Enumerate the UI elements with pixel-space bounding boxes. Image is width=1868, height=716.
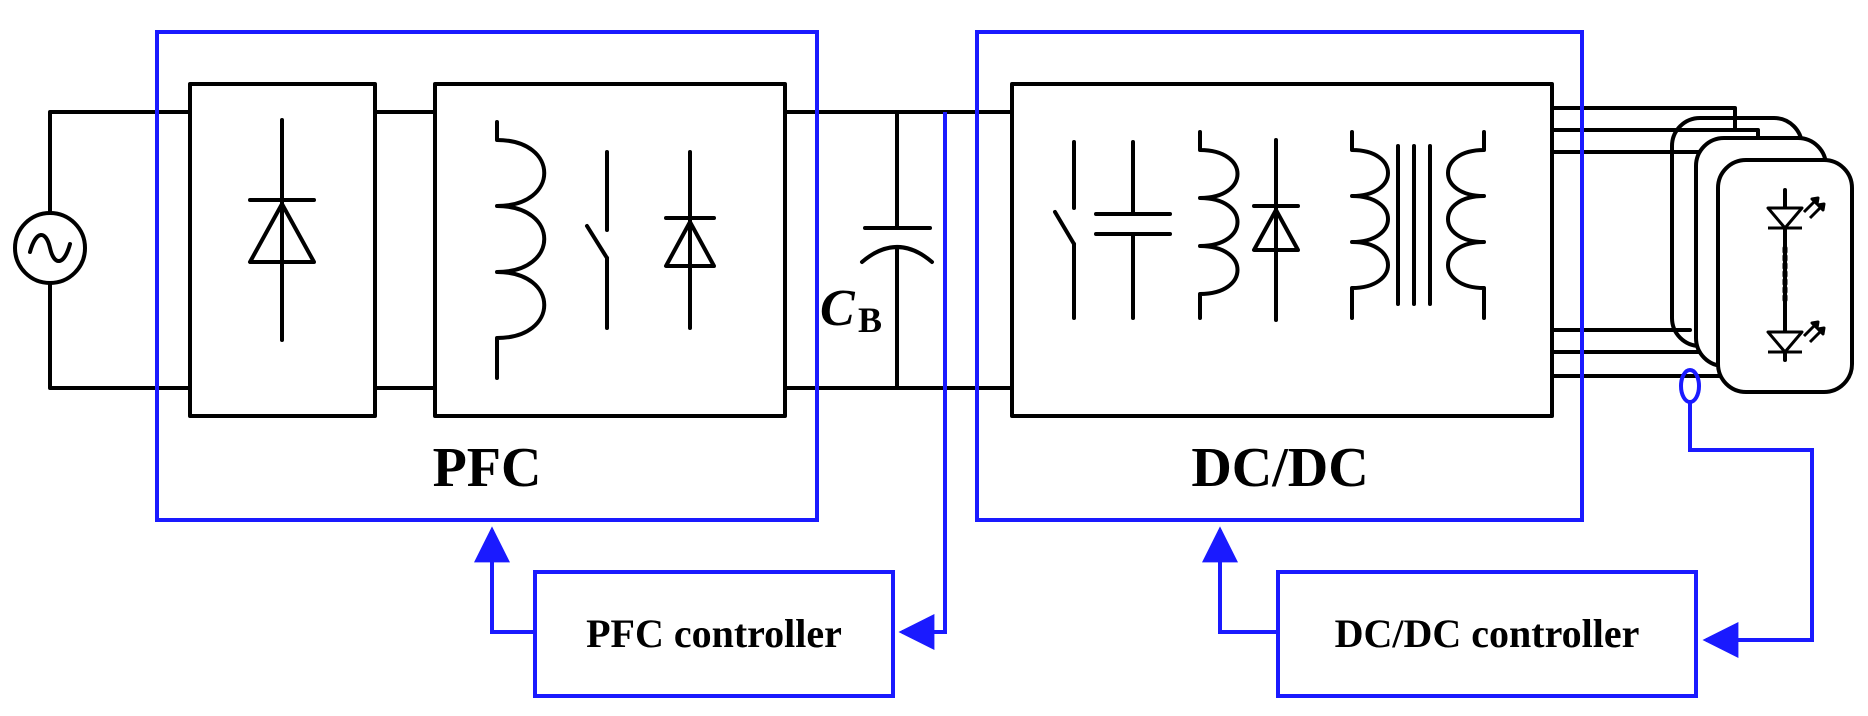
dcdc-block-label: DC/DC bbox=[1191, 437, 1368, 499]
led-current-sense-line bbox=[1688, 402, 1814, 658]
capacitor-icon bbox=[1094, 140, 1172, 320]
ac-source-icon bbox=[13, 211, 87, 285]
switch-icon bbox=[1053, 140, 1076, 320]
pfc-control-line bbox=[474, 526, 535, 634]
transformer-icon bbox=[1350, 130, 1486, 320]
ac-top-wire bbox=[48, 110, 192, 215]
control-wiring bbox=[155, 30, 1814, 698]
dcdc-controller-label: DC/DC controller bbox=[1335, 611, 1640, 656]
bus-capacitor-label: C bbox=[820, 280, 856, 337]
rectifier-diode-icon bbox=[248, 118, 316, 342]
bus-capacitor-subscript: B bbox=[858, 300, 882, 340]
diode-icon bbox=[664, 150, 716, 330]
led-icon bbox=[1766, 320, 1826, 354]
pfc-stage-box bbox=[433, 82, 787, 418]
pfc-controller-label: PFC controller bbox=[586, 611, 842, 656]
diode-icon bbox=[1252, 138, 1300, 322]
power-stage-wiring bbox=[13, 82, 1854, 418]
pfc-block-label: PFC bbox=[433, 437, 542, 499]
inductor-icon bbox=[1198, 130, 1240, 320]
pfc-block-outline bbox=[155, 30, 819, 522]
led-icon bbox=[1766, 196, 1826, 230]
dcdc-stage-box bbox=[1010, 82, 1554, 418]
switch-icon bbox=[585, 150, 609, 330]
dcdc-block-outline bbox=[975, 30, 1584, 522]
capacitor-icon bbox=[860, 110, 934, 390]
rectifier-box bbox=[188, 82, 377, 418]
ac-bottom-wire bbox=[48, 281, 192, 390]
bus-voltage-sense-line bbox=[898, 112, 947, 650]
inductor-icon bbox=[495, 120, 547, 380]
dcdc-control-line bbox=[1202, 526, 1278, 634]
